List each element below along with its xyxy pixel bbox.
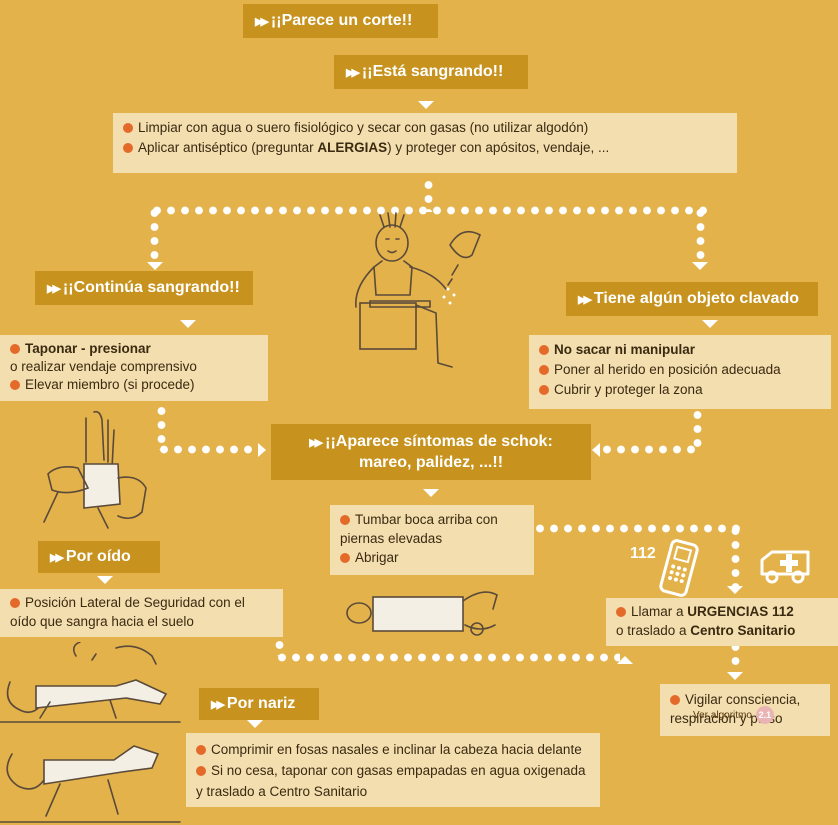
bullet-dot-icon [340,553,350,563]
arrow-down [418,101,434,109]
bullet-dot-icon [539,365,549,375]
header-line-1: ▶▶¡¡Aparece síntomas de schok: [309,432,553,453]
box-nariz: Comprimir en fosas nasales e inclinar la… [186,733,600,807]
bullet-dot-icon [196,745,206,755]
ver-algoritmo-link[interactable]: Ver algoritmo 2.1 [693,706,774,724]
connector-112-down [731,524,740,586]
header-label: Por oído [65,548,131,565]
connector-center-stem [424,178,433,212]
play-arrows-icon: ▶▶ [346,66,360,79]
bullet-dot-icon [123,143,133,153]
arrow-down [727,672,743,680]
header-por-nariz: ▶▶ Por nariz [199,688,319,720]
footer-text: Ver algoritmo [693,709,752,721]
arrow-right [258,443,266,457]
arrow-down [692,262,708,270]
arrow-left [592,443,600,457]
header-objeto-clavado: ▶▶ Tiene algún objeto clavado [566,282,818,316]
box-oido: Posición Lateral de Seguridad con el oíd… [0,589,283,637]
arrow-down [180,320,196,328]
nose-bleed-sketch [0,745,181,823]
header-label: ¡¡Continúa sangrando!! [62,279,240,296]
play-arrows-icon: ▶▶ [578,293,592,306]
arrow-down [423,489,439,497]
hand-bandage-sketch [43,410,147,529]
arrow-down [97,576,113,584]
bullet-dot-icon [196,766,206,776]
box-llamar: Llamar a URGENCIAS 112 o traslado a Cent… [606,598,838,646]
phone-112-label: 112 [630,545,656,562]
algorithm-badge: 2.1 [755,706,774,724]
connector-tumbar-to-112 [533,524,743,533]
header-label: Por nariz [226,695,296,712]
play-arrows-icon: ▶▶ [309,436,323,449]
play-arrows-icon: ▶▶ [47,282,61,295]
box-tumbar: Tumbar boca arriba con piernas elevadas … [330,505,534,575]
header-parece-corte: ▶▶ ¡¡Parece un corte!! [243,4,438,38]
box-limpiar: Limpiar con agua o suero fisiológico y s… [113,113,737,173]
ambulance-icon [760,550,810,584]
bullet-dot-icon [123,123,133,133]
connector-right-to-shock-v [693,408,702,450]
connector-left-down [150,206,159,260]
bullet-dot-icon [340,515,350,525]
header-por-oido: ▶▶ Por oído [38,541,160,573]
header-label: ¡¡Parece un corte!! [270,12,413,29]
connector-112-to-vigilar [731,640,740,670]
arrow-down [247,720,263,728]
bullet-dot-icon [10,380,20,390]
header-label: ¡¡Aparece síntomas de schok: [325,432,553,450]
box-taponar: Taponar - presionar o realizar vendaje c… [0,335,268,401]
bullet-dot-icon [670,695,680,705]
bullet-dot-icon [10,598,20,608]
header-esta-sangrando: ▶▶ ¡¡Está sangrando!! [334,55,528,89]
connector-right-to-shock-h [600,445,700,454]
arrow-up [617,656,633,664]
play-arrows-icon: ▶▶ [50,551,64,564]
header-label: ¡¡Está sangrando!! [361,63,504,80]
bullet-dot-icon [616,607,626,617]
connector-left-to-shock-v [157,404,166,450]
header-sintomas-schok: ▶▶¡¡Aparece síntomas de schok: mareo, pa… [271,424,591,480]
connector-right-down [696,206,705,260]
person-sitting-sketch [355,212,482,368]
lateral-position-sketch [0,642,181,723]
connector-bottom-horizontal [275,653,620,662]
play-arrows-icon: ▶▶ [255,15,269,28]
bullet-dot-icon [539,385,549,395]
play-arrows-icon: ▶▶ [211,698,225,711]
arrow-down [702,320,718,328]
connector-left-to-shock-h [157,445,257,454]
bullet-dot-icon [10,344,20,354]
header-line-2: mareo, palidez, ...!! [358,453,504,471]
arrow-down [727,586,743,594]
bullet-dot-icon [539,345,549,355]
arrow-down [147,262,163,270]
legs-elevated-sketch [346,591,498,636]
connector-bottom-up [275,638,284,656]
box-vigilar: Vigilar consciencia, respiración y pulso [660,684,830,736]
header-continua-sangrando: ▶▶ ¡¡Continúa sangrando!! [35,271,253,305]
mobile-phone-icon [659,539,699,597]
header-label: Tiene algún objeto clavado [593,290,799,307]
box-objeto: No sacar ni manipular Poner al herido en… [529,335,831,409]
